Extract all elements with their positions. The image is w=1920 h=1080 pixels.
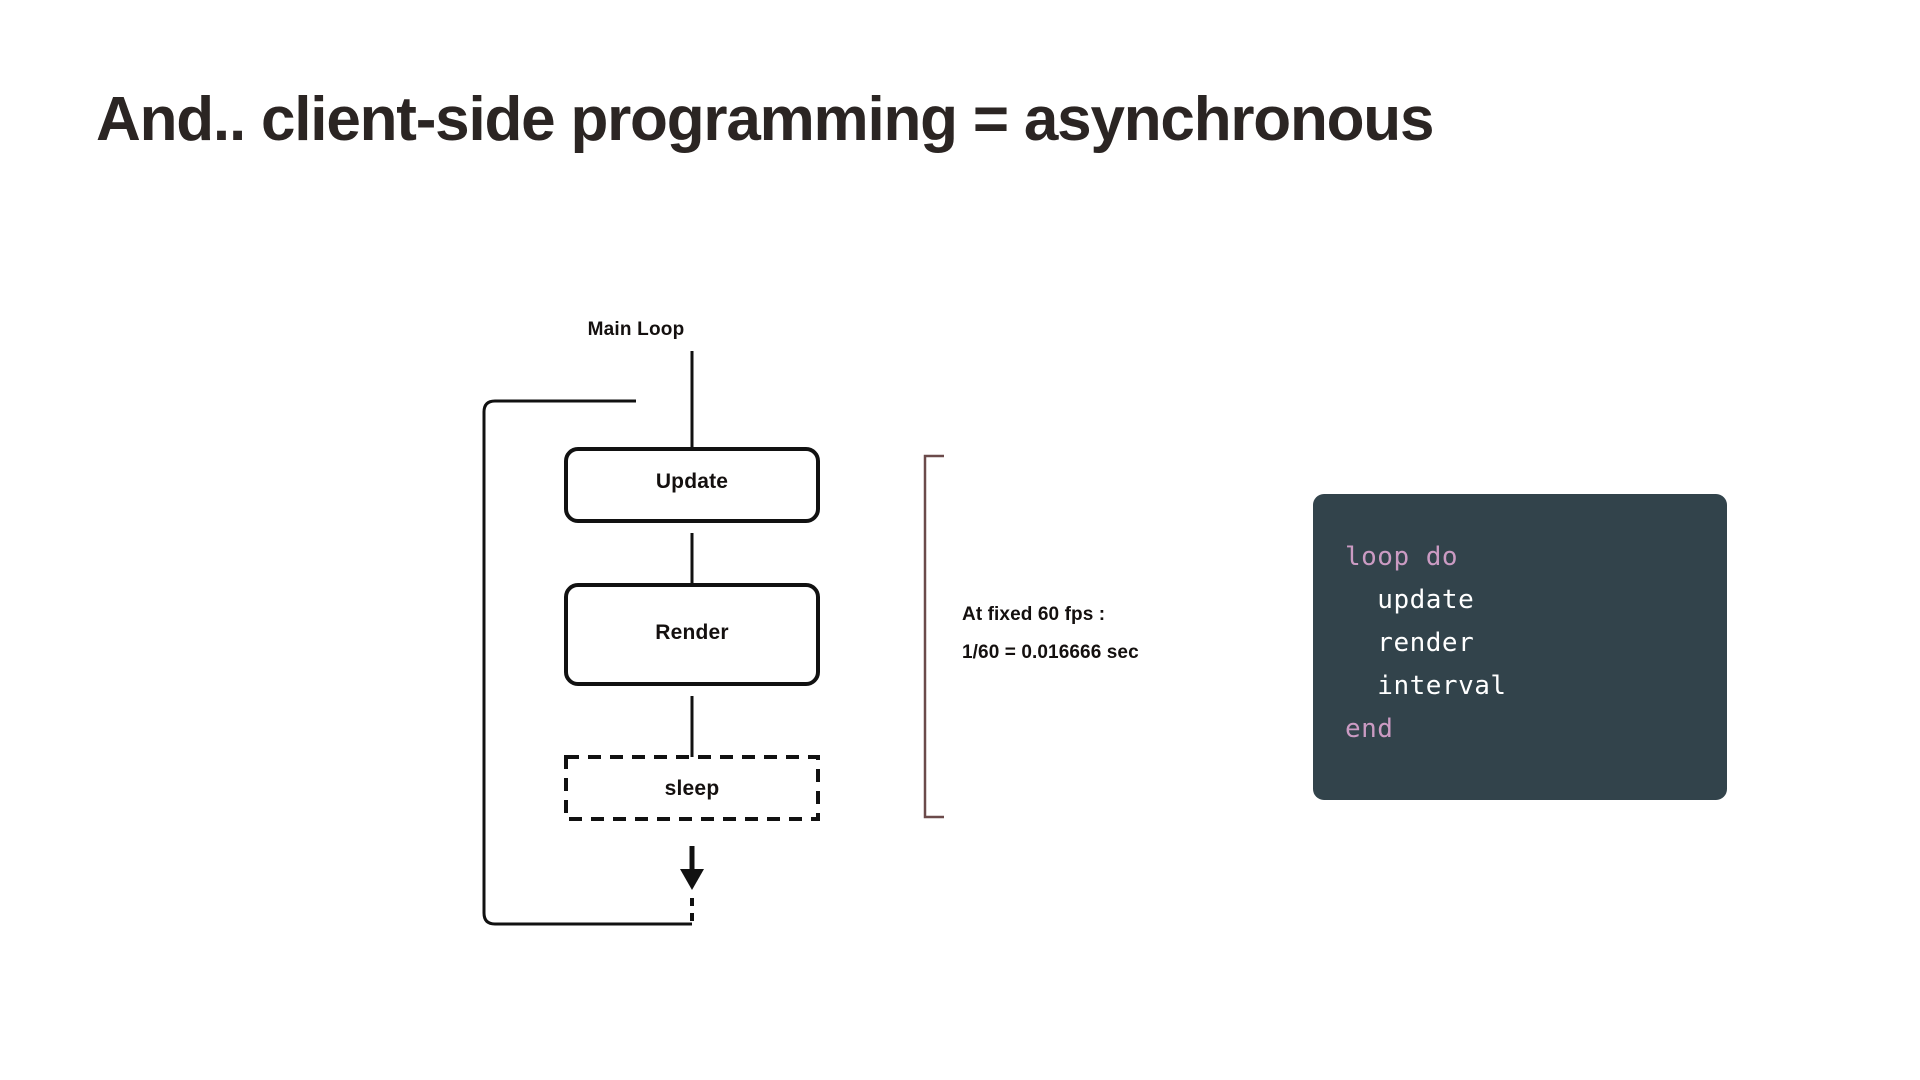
sleep-node-box[interactable]	[564, 755, 820, 821]
page-title: And.. client-side programming = asynchro…	[96, 85, 1434, 154]
diagram-connectors	[482, 351, 944, 926]
code-line-render: render	[1345, 628, 1475, 658]
sleep-exit-arrow-head	[680, 869, 704, 890]
update-node-box[interactable]	[564, 447, 820, 523]
fps-bracket	[923, 454, 944, 819]
code-snippet-card: loop do update render interval end	[1313, 494, 1727, 800]
update-node-label: Update	[655, 470, 729, 493]
code-line-end: end	[1345, 714, 1394, 744]
main-loop-entry-label: Main Loop	[587, 319, 685, 340]
code-line-interval: interval	[1345, 671, 1507, 701]
fps-annotation-line-1: At fixed 60 fps :	[962, 604, 1106, 625]
main-loop-diagram: Main Loop Update Render sleep At fixed 6…	[482, 319, 1139, 926]
sleep-node-label: sleep	[664, 777, 720, 800]
fps-annotation-line-2: 1/60 = 0.016666 sec	[962, 642, 1139, 663]
render-node-label: Render	[655, 621, 729, 644]
loop-back-path	[482, 399, 692, 926]
code-line-loop-do: loop do	[1345, 542, 1459, 572]
fps-annotation: At fixed 60 fps : 1/60 = 0.016666 sec	[962, 596, 1139, 672]
render-node-box[interactable]	[564, 583, 820, 686]
code-line-update: update	[1345, 585, 1475, 615]
